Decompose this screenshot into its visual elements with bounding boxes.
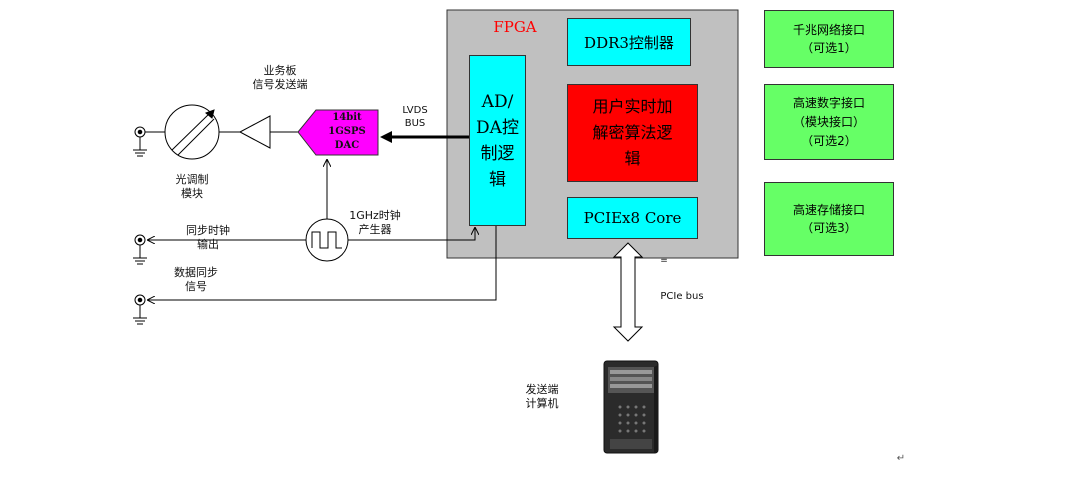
clock-generator-label: 1GHz时钟 产生器 <box>349 209 401 236</box>
pcie-core: PCIEx8 Core <box>567 197 698 239</box>
return-mark: ↵ <box>896 453 906 464</box>
fpga-title: FPGA <box>493 18 537 36</box>
sync-clock-output-label: 同步时钟 输出 <box>186 224 230 251</box>
amplifier-icon <box>238 115 271 149</box>
dac-block <box>297 109 379 156</box>
pcie-bus-arrow <box>612 242 644 342</box>
gigabit-interface: 千兆网络接口 （可选1） <box>764 10 894 68</box>
ad-da-control-logic: AD/ DA控 制逻 辑 <box>469 55 526 226</box>
lvds-arrow-head <box>380 131 392 143</box>
ddr3-controller: DDR3控制器 <box>567 18 691 66</box>
lvds-bus-label: LVDS BUS <box>402 105 428 129</box>
data-sync-label: 数据同步 信号 <box>174 266 218 293</box>
sender-computer-label: 发送端 计算机 <box>525 383 559 410</box>
sync-clock-port <box>133 234 147 265</box>
data-sync-port <box>133 294 147 325</box>
optical-modulator-label: 光调制 模块 <box>175 173 209 200</box>
optical-modulator-icon <box>164 104 220 160</box>
high-speed-storage-interface: 高速存储接口 （可选3） <box>764 182 894 256</box>
computer-tower-icon <box>603 360 659 454</box>
high-speed-digital-interface: 高速数字接口 （模块接口） （可选2） <box>764 84 894 160</box>
pcie-bus-label: PCIe bus <box>660 291 704 302</box>
rf-output-port <box>133 126 165 157</box>
business-board-label: 业务板 信号发送端 <box>252 64 308 91</box>
dac-label: 14bit 1GSPS DAC <box>328 112 366 151</box>
crypto-logic: 用户实时加 解密算法逻 辑 <box>567 84 698 182</box>
small-equals-mark: = <box>660 256 668 266</box>
